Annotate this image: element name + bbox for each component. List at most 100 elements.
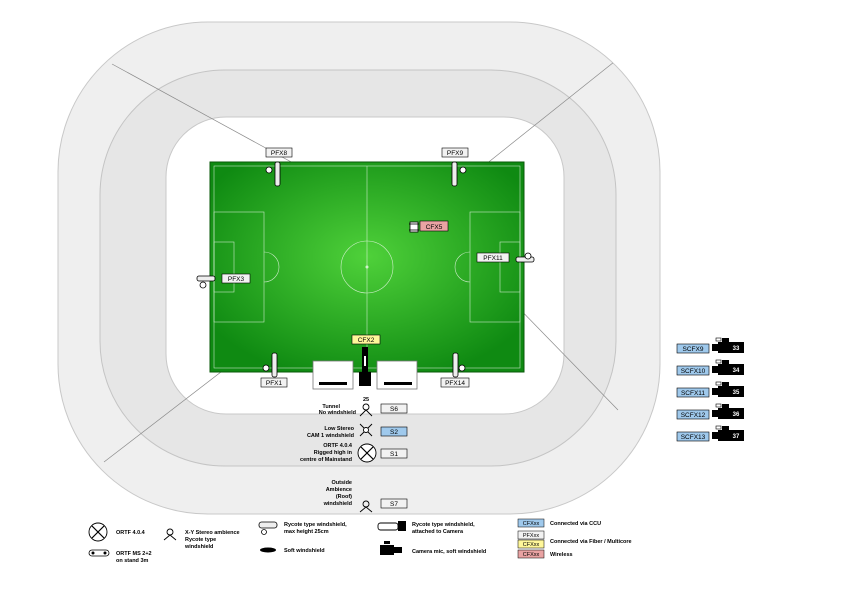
s7-label-line: windshield (323, 501, 352, 507)
tag-pfx3: PFX3 (221, 273, 251, 284)
legend-tag-pfx-label: PFXxx (523, 533, 539, 539)
s7-label-line: Ambience (326, 487, 352, 493)
side-camera-number: 33 (733, 346, 740, 352)
s1-label-line: centre of Mainstand (300, 457, 352, 463)
camera-icon (712, 337, 744, 353)
side-camera-tag (676, 431, 710, 442)
side-camera-tag (676, 387, 710, 398)
tag-cfx2: CFX2 (351, 334, 381, 345)
shotgun-mic-icon (452, 352, 466, 378)
xy-stereo-icon (359, 403, 373, 417)
s7-label-line: (Roof) (336, 494, 352, 500)
shotgun-mic-icon (265, 161, 281, 187)
xy-stereo-icon (359, 423, 373, 437)
side-camera-tag-label: SCFX10 (681, 368, 706, 375)
shotgun-mic-icon (451, 161, 467, 187)
legend: ORTF 4.0.4 ORTF MS 2+2 on stand 3m X-Y S… (88, 518, 632, 564)
s6-label-line: No windshield (319, 410, 356, 416)
side-camera-mic: SCFX11 35 (676, 381, 744, 398)
side-camera-tag-label: SCFX13 (681, 434, 706, 441)
side-camera-mic: SCFX13 37 (676, 425, 744, 442)
legend-xy-line: Rycote type (185, 537, 216, 543)
side-camera-number: 34 (733, 368, 740, 374)
xy-stereo-icon (359, 500, 373, 513)
camera-mic-icon (359, 347, 371, 386)
legend-tag-fiber: CFXxx (517, 539, 545, 549)
stand-mic-s6: 25 Tunnel No windshield S6 (319, 397, 408, 417)
legend-soft: Soft windshield (284, 548, 325, 554)
side-camera-number: 37 (733, 434, 740, 440)
side-camera-tag (676, 365, 710, 376)
tag-pfx9-label: PFX9 (447, 150, 464, 157)
s6-label-line: Tunnel (322, 404, 340, 410)
camera-icon (712, 425, 744, 441)
legend-rycote-line: Rycote type windshield, (284, 522, 347, 528)
tag-pfx9: PFX9 (441, 147, 469, 158)
tag-pfx3-label: PFX3 (228, 276, 245, 283)
stand-mic-s7: Outside Ambience (Roof) windshield S7 (323, 480, 408, 513)
legend-ccu-text: Connected via CCU (550, 521, 601, 527)
tag-pfx14: PFX14 (440, 377, 470, 388)
s1-label-line: Rigged high in (314, 450, 353, 456)
shotgun-mic-icon (262, 352, 278, 378)
tag-cfx2-label: CFX2 (358, 337, 375, 344)
side-camera-mic: SCFX10 34 (676, 359, 744, 376)
legend-tag-pfx: PFXxx (517, 530, 545, 540)
side-camera-tag (676, 409, 710, 420)
tag-pfx1: PFX1 (260, 377, 288, 388)
rycote-camera-icon (377, 521, 406, 531)
legend-rycote-line: max height 25cm (284, 529, 329, 535)
tag-s2-label: S2 (390, 429, 398, 436)
xy-stereo-icon (163, 528, 177, 541)
s1-label-line: ORTF 4.0.4 (323, 443, 353, 449)
side-camera-mic: SCFX9 33 (676, 337, 744, 354)
tag-pfx8: PFX8 (265, 147, 293, 158)
tag-s1-label: S1 (390, 451, 398, 458)
side-camera-tag-label: SCFX11 (681, 390, 705, 397)
spidercam-mic-icon (409, 221, 419, 233)
stand-mic-s2: Low Stereo CAM 1 windshield S2 (307, 423, 408, 439)
s6-number: 25 (363, 397, 369, 403)
side-camera-tag-label: SCFX9 (683, 346, 704, 353)
tag-pfx1-label: PFX1 (266, 380, 283, 387)
ortf-icon (357, 443, 377, 463)
tag-cfx5: CFX5 (419, 220, 449, 232)
side-camera-number: 36 (733, 412, 740, 418)
legend-wireless-text: Wireless (550, 552, 573, 558)
camera-icon (380, 541, 402, 555)
legend-rycote-cam-line: Rycote type windshield, (412, 522, 475, 528)
tag-pfx14-label: PFX14 (445, 380, 465, 387)
legend-camera-mic: Camera mic, soft windshield (412, 549, 486, 555)
tag-s6-label: S6 (390, 406, 398, 413)
side-camera-tag (676, 343, 710, 354)
tag-s7-label: S7 (390, 501, 398, 508)
tunnel-structures (312, 360, 418, 390)
legend-rycote-cam-line: attached to Camera (412, 529, 464, 535)
s2-label-line: Low Stereo (324, 426, 354, 432)
side-camera-number: 35 (733, 390, 740, 396)
camera-icon (712, 359, 744, 375)
legend-tag-wireless: CFXxx (517, 549, 545, 559)
tag-pfx11: PFX11 (476, 252, 510, 263)
side-camera-mic: SCFX12 36 (676, 403, 744, 420)
ortf-ms-icon (88, 549, 110, 557)
stand-mic-s1: ORTF 4.0.4 Rigged high in centre of Main… (300, 443, 408, 463)
ortf-icon (88, 522, 108, 542)
legend-tag-wireless-label: CFXxx (523, 552, 540, 558)
legend-xy-line: windshield (184, 544, 213, 550)
legend-tag-fiber-label: CFXxx (523, 542, 540, 548)
tag-cfx5-label: CFX5 (426, 224, 443, 231)
tag-pfx11-label: PFX11 (483, 255, 503, 262)
soft-windshield-icon (260, 547, 276, 553)
camera-icon (712, 403, 744, 419)
camera-icon (712, 381, 744, 397)
shotgun-mic-icon (196, 275, 216, 289)
legend-tag-ccu-label: CFXxx (523, 521, 540, 527)
legend-ortf-ms-line: ORTF MS 2+2 (116, 551, 152, 557)
rycote-windshield-icon (258, 521, 278, 535)
legend-xy-line: X-Y Stereo ambience (185, 530, 240, 536)
s7-label-line: Outside (332, 480, 352, 486)
side-camera-tag-label: SCFX12 (681, 412, 706, 419)
shotgun-mic-icon (515, 252, 535, 263)
